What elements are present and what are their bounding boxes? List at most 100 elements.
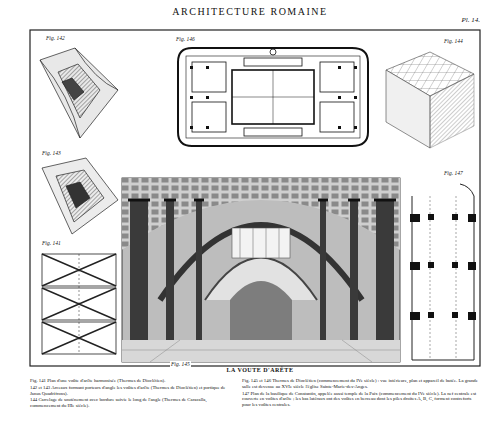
pier-mark	[428, 214, 434, 220]
drawing-stroke	[240, 228, 279, 258]
groin-vault-plan	[42, 254, 116, 354]
text-holder: Fig. 145	[170, 352, 200, 370]
figure-number: Fig. 142	[46, 35, 86, 41]
drawing-stroke	[320, 62, 354, 92]
pier-mark	[452, 312, 458, 318]
figure-number: Fig. 141	[42, 240, 82, 246]
drawing-stroke	[122, 178, 400, 362]
drawing-stroke	[430, 196, 456, 360]
pier-mark	[452, 214, 458, 220]
column	[166, 200, 174, 340]
pier-marks	[190, 66, 357, 129]
text-holder: Pl. 14.	[440, 16, 480, 24]
pier-mark	[354, 126, 357, 129]
drawing-stroke	[192, 102, 226, 132]
plate-frame	[30, 30, 480, 366]
text-holder: Fig. 144	[444, 38, 478, 44]
drawing-stroke	[42, 254, 116, 354]
pier-mark	[428, 312, 434, 318]
rib-sketch	[42, 158, 118, 234]
drawing-stroke	[270, 49, 276, 55]
pier-mark	[190, 126, 193, 129]
pier-mark	[354, 96, 357, 99]
drawing-stroke	[122, 340, 400, 362]
interior-view	[122, 178, 400, 362]
drawing-stroke	[244, 128, 302, 136]
columns	[128, 200, 396, 340]
text-holder: Fig. 143	[42, 150, 82, 156]
bath-plan	[178, 48, 368, 146]
text-holder: Fig. 147	[444, 170, 478, 176]
drawing-stroke	[122, 340, 400, 362]
column-capital	[128, 199, 150, 202]
drawing-stroke	[430, 74, 474, 148]
drawing-stroke	[62, 78, 84, 100]
pier-mark	[428, 262, 434, 268]
figure-number: Fig. 144	[444, 38, 478, 44]
drawing-stroke	[79, 254, 80, 354]
drawing-stroke	[56, 170, 104, 222]
column-capital	[164, 199, 176, 202]
plate-title: ARCHITECTURE ROMAINE	[100, 6, 400, 17]
pier-mark	[468, 214, 476, 222]
caption-column: Fig. 141 Plan d'une voûte d'arête harmon…	[30, 378, 235, 409]
text-holder: LA VOUTE D'ARÊTE	[160, 367, 360, 373]
drawing-stroke	[412, 184, 474, 360]
drawing-stroke	[232, 228, 290, 258]
pier-mark	[354, 66, 357, 69]
figure-legend-text: 147 Plan de la basilique de Constantin, …	[242, 391, 480, 408]
drawing-stroke	[42, 158, 118, 234]
pier-mark	[338, 126, 341, 129]
pier-mark	[338, 66, 341, 69]
figure-number: Fig. 147	[444, 170, 478, 176]
pier-mark	[410, 214, 420, 222]
drawing-stroke	[244, 58, 302, 66]
figure-legend-text: 144 Carrelage de soutènement avec bordur…	[30, 397, 235, 409]
column	[196, 200, 202, 340]
column-capital	[194, 199, 204, 202]
pier-mark	[468, 262, 476, 270]
drawing-stroke	[40, 48, 118, 138]
drawing-stroke	[186, 56, 360, 138]
masonry-sketch	[386, 52, 474, 148]
vault-sketch	[40, 48, 118, 138]
figure-number: Fig. 145	[170, 361, 191, 367]
column-capital	[348, 199, 360, 202]
column	[376, 200, 394, 340]
pier-mark	[206, 66, 209, 69]
figure-number: Fig. 146	[176, 36, 216, 42]
drawing-stroke	[178, 48, 368, 146]
drawing-stroke	[232, 70, 314, 124]
pier-mark	[410, 312, 420, 320]
basilica-plan	[412, 184, 474, 360]
column-capital	[318, 199, 328, 202]
pier-mark	[190, 96, 193, 99]
drawing-stroke	[386, 70, 430, 148]
plate-number: Pl. 14.	[440, 16, 480, 24]
pier-marks	[410, 214, 476, 320]
figure-legend-text: Fig. 145 et 146 Thermes de Dioclétien (c…	[242, 378, 480, 390]
drawing-stroke	[230, 281, 292, 340]
pier-mark	[338, 96, 341, 99]
pier-mark	[410, 262, 420, 270]
pier-mark	[452, 262, 458, 268]
pier-mark	[190, 66, 193, 69]
column	[320, 200, 326, 340]
figure-number: Fig. 143	[42, 150, 82, 156]
text-holder: Fig. 146	[176, 36, 216, 42]
figure-legend-text: Fig. 141 Plan d'une voûte d'arête harmon…	[30, 378, 235, 384]
pier-mark	[468, 312, 476, 320]
pier-mark	[206, 96, 209, 99]
text-holder: Fig. 142	[46, 35, 86, 41]
column-capital	[374, 199, 396, 202]
figure-legend-text: 142 et 143 Arceaux formant porteurs d'an…	[30, 385, 235, 397]
drawing-stroke	[232, 70, 314, 124]
pier-mark	[206, 126, 209, 129]
caption-column: Fig. 145 et 146 Thermes de Dioclétien (c…	[242, 378, 480, 408]
plate-caption: LA VOUTE D'ARÊTE	[160, 367, 360, 373]
column	[130, 200, 148, 340]
drawing-stroke	[192, 62, 226, 92]
text-holder: ARCHITECTURE ROMAINE	[100, 6, 400, 17]
drawing-stroke	[66, 182, 90, 208]
